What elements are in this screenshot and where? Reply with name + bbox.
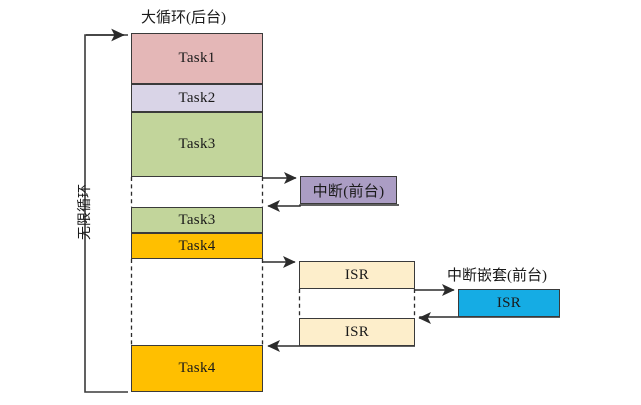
- task-box-task4-first[interactable]: Task4: [131, 233, 263, 259]
- title-background-loop: 大循环(后台): [141, 10, 226, 26]
- interrupt-box[interactable]: 中断(前台): [300, 176, 397, 204]
- isr-box-first[interactable]: ISR: [299, 261, 415, 289]
- task-box-task2[interactable]: Task2: [131, 84, 263, 112]
- task-box-task3-first[interactable]: Task3: [131, 112, 263, 177]
- arrow-nested-isr-to-isr: [418, 312, 560, 324]
- isr-box-nested[interactable]: ISR: [458, 289, 560, 317]
- task-box-task3-second[interactable]: Task3: [131, 207, 263, 233]
- arrow-interrupt-to-task3: [267, 200, 399, 212]
- task-box-task1[interactable]: Task1: [131, 33, 263, 84]
- label-nested-interrupt: 中断嵌套(前台): [447, 268, 547, 284]
- isr-box-second[interactable]: ISR: [299, 318, 415, 346]
- task-box-task4-second[interactable]: Task4: [131, 345, 263, 392]
- label-infinite-loop: 无限循环: [78, 184, 93, 240]
